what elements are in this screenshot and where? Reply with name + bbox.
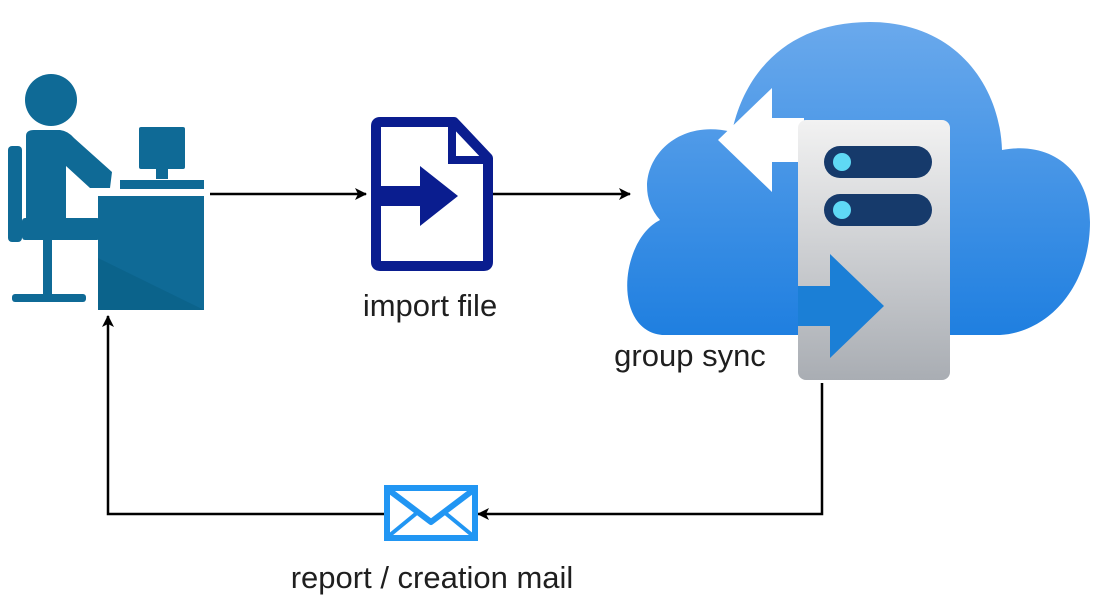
desk-shading	[98, 258, 204, 310]
import-file-label: import file	[363, 288, 497, 323]
edge-mail-to-user	[102, 315, 385, 516]
import-file-icon	[371, 117, 493, 271]
mail-label: report / creation mail	[291, 560, 574, 595]
group-sync-label: group sync	[614, 338, 766, 373]
edge-group-sync-to-mail	[477, 383, 824, 520]
cloud-sync-server-icon	[627, 22, 1090, 380]
envelope-icon	[384, 485, 478, 541]
